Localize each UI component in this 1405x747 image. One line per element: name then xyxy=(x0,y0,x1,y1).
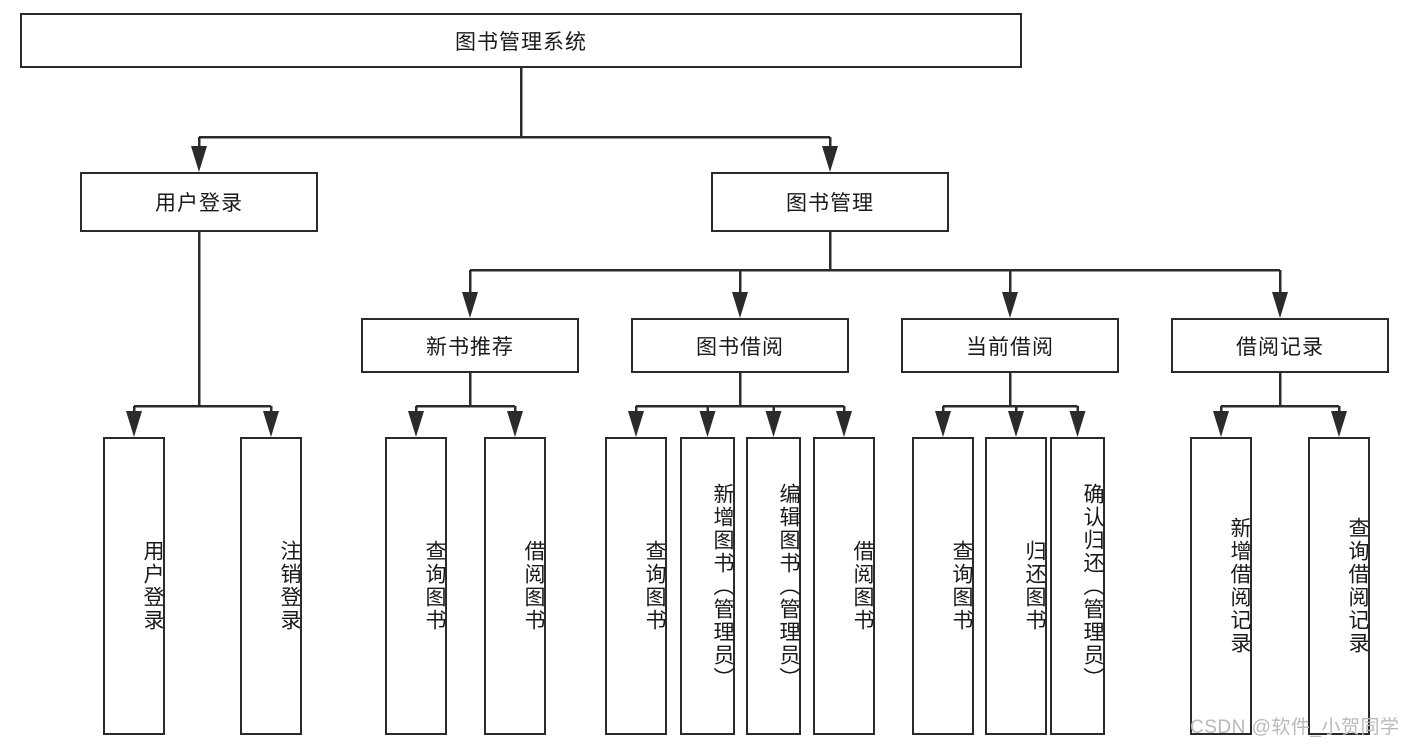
node-records[interactable]: 借阅记录 xyxy=(1171,318,1389,373)
node-l-query1[interactable]: 查询图书 xyxy=(385,437,447,735)
node-l-userlogin[interactable]: 用户登录 xyxy=(103,437,165,735)
node-label: 借阅图书 xyxy=(851,540,874,632)
node-l-addrec[interactable]: 新增借阅记录 xyxy=(1190,437,1252,735)
node-label: 新书推荐 xyxy=(426,335,514,359)
node-label: 借阅记录 xyxy=(1236,335,1324,359)
node-label: 图书管理系统 xyxy=(455,30,587,54)
node-l-query3[interactable]: 查询图书 xyxy=(912,437,974,735)
node-bookmgmt[interactable]: 图书管理 xyxy=(711,172,949,232)
node-label: 用户登录 xyxy=(155,192,243,215)
node-current[interactable]: 当前借阅 xyxy=(901,318,1119,373)
node-label: 新增图书（管理员） xyxy=(711,482,734,690)
node-label: 查询图书 xyxy=(950,540,973,632)
node-l-borrow2[interactable]: 借阅图书 xyxy=(813,437,875,735)
node-newbook[interactable]: 新书推荐 xyxy=(361,318,579,373)
node-l-query2[interactable]: 查询图书 xyxy=(605,437,667,735)
node-label: 注销登录 xyxy=(278,540,301,632)
node-l-borrow1[interactable]: 借阅图书 xyxy=(484,437,546,735)
node-label: 用户登录 xyxy=(141,540,164,632)
node-label: 编辑图书（管理员） xyxy=(777,482,800,690)
node-label: 新增借阅记录 xyxy=(1228,517,1251,655)
node-l-editbook[interactable]: 编辑图书（管理员） xyxy=(746,437,801,735)
node-label: 确认归还（管理员） xyxy=(1081,482,1104,690)
node-borrowbook[interactable]: 图书借阅 xyxy=(631,318,849,373)
node-label: 图书借阅 xyxy=(696,335,784,359)
node-l-logout[interactable]: 注销登录 xyxy=(240,437,302,735)
node-login[interactable]: 用户登录 xyxy=(80,172,318,232)
watermark: CSDN @软件_小贺同学 xyxy=(1190,717,1400,738)
node-label: 查询图书 xyxy=(423,540,446,632)
node-label: 图书管理 xyxy=(786,192,874,215)
node-l-return[interactable]: 归还图书 xyxy=(985,437,1047,735)
node-label: 查询图书 xyxy=(643,540,666,632)
node-l-confirm[interactable]: 确认归还（管理员） xyxy=(1050,437,1105,735)
node-label: 当前借阅 xyxy=(966,335,1054,359)
node-label: 归还图书 xyxy=(1023,540,1046,632)
node-root[interactable]: 图书管理系统 xyxy=(20,13,1022,68)
node-label: 借阅图书 xyxy=(522,540,545,632)
node-l-addbook[interactable]: 新增图书（管理员） xyxy=(680,437,735,735)
node-l-queryrec[interactable]: 查询借阅记录 xyxy=(1308,437,1370,735)
node-label: 查询借阅记录 xyxy=(1346,517,1369,655)
